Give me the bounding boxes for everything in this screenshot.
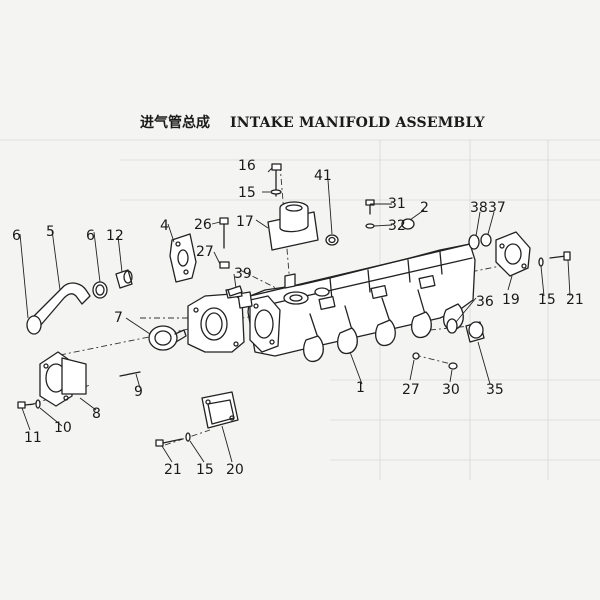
callout-9: 9 [134, 384, 143, 400]
callout-38: 38 [470, 200, 488, 216]
callout-36: 36 [476, 294, 494, 310]
screw-31 [365, 199, 375, 215]
callout-5: 5 [46, 224, 55, 240]
callout-31: 31 [388, 196, 406, 212]
stud-9 [119, 371, 141, 377]
callout-15-top: 15 [238, 185, 256, 201]
bolt-11 [17, 401, 35, 409]
washer-32 [365, 223, 375, 229]
callout-30: 30 [442, 382, 460, 398]
callout-4: 4 [160, 218, 169, 234]
bolt-21-lower [155, 438, 183, 447]
callout-1: 1 [356, 380, 365, 396]
callout-8: 8 [92, 406, 101, 422]
callouts: 16 15 41 31 32 2 38 37 17 26 27 39 4 6 5… [12, 158, 584, 478]
callout-37: 37 [488, 200, 506, 216]
outlet-flange-8 [39, 351, 87, 407]
callout-15-right: 15 [538, 292, 556, 308]
leader-lines [19, 167, 571, 463]
nut-27-upper [219, 261, 230, 269]
plug-35 [465, 321, 485, 343]
washer-15-lower [185, 432, 191, 442]
callout-10: 10 [54, 420, 72, 436]
clamp-6-right [92, 281, 108, 299]
stud-30 [448, 362, 458, 370]
callout-32: 32 [388, 218, 406, 234]
callout-15-lower: 15 [196, 462, 214, 478]
bolt-21-right [549, 251, 571, 261]
callout-19: 19 [502, 292, 520, 308]
end-cover-19 [495, 231, 531, 277]
cover-plate-20 [201, 391, 239, 429]
callout-20: 20 [226, 462, 244, 478]
manifold-body [247, 243, 476, 363]
callout-27-lower: 27 [402, 382, 420, 398]
callout-39: 39 [234, 266, 252, 282]
thermostat-7 [148, 325, 187, 351]
washer-38 [468, 234, 480, 250]
callout-21-right: 21 [566, 292, 584, 308]
thermostat-housing [187, 287, 253, 353]
gasket-4 [169, 233, 197, 283]
callout-17: 17 [236, 214, 254, 230]
plug-2 [401, 218, 415, 230]
callout-41: 41 [314, 168, 332, 184]
callout-6-right: 6 [86, 228, 95, 244]
callout-27-upper: 27 [196, 244, 214, 260]
washer-10 [35, 399, 41, 409]
heater-flange-17 [267, 201, 319, 251]
callout-2: 2 [420, 200, 429, 216]
nut-27-lower [412, 352, 420, 360]
fitting-12 [115, 269, 133, 289]
washer-36 [446, 318, 458, 334]
callout-16: 16 [238, 158, 256, 174]
hose-5 [26, 282, 91, 335]
title-english: INTAKE MANIFOLD ASSEMBLY [230, 115, 486, 131]
callout-11: 11 [24, 430, 42, 446]
callout-7: 7 [114, 310, 123, 326]
stud-26 [219, 217, 229, 249]
nut-41 [325, 234, 339, 246]
callout-35: 35 [486, 382, 504, 398]
title-chinese: 进气管总成 [140, 114, 210, 131]
washer-15-upper [270, 189, 282, 195]
callout-12: 12 [106, 228, 124, 244]
callout-6-left: 6 [12, 228, 21, 244]
washer-15-right [538, 257, 544, 267]
callout-21-lower: 21 [164, 462, 182, 478]
callout-26: 26 [194, 217, 212, 233]
plug-37 [480, 233, 492, 247]
background-ghost-lines [0, 139, 600, 480]
